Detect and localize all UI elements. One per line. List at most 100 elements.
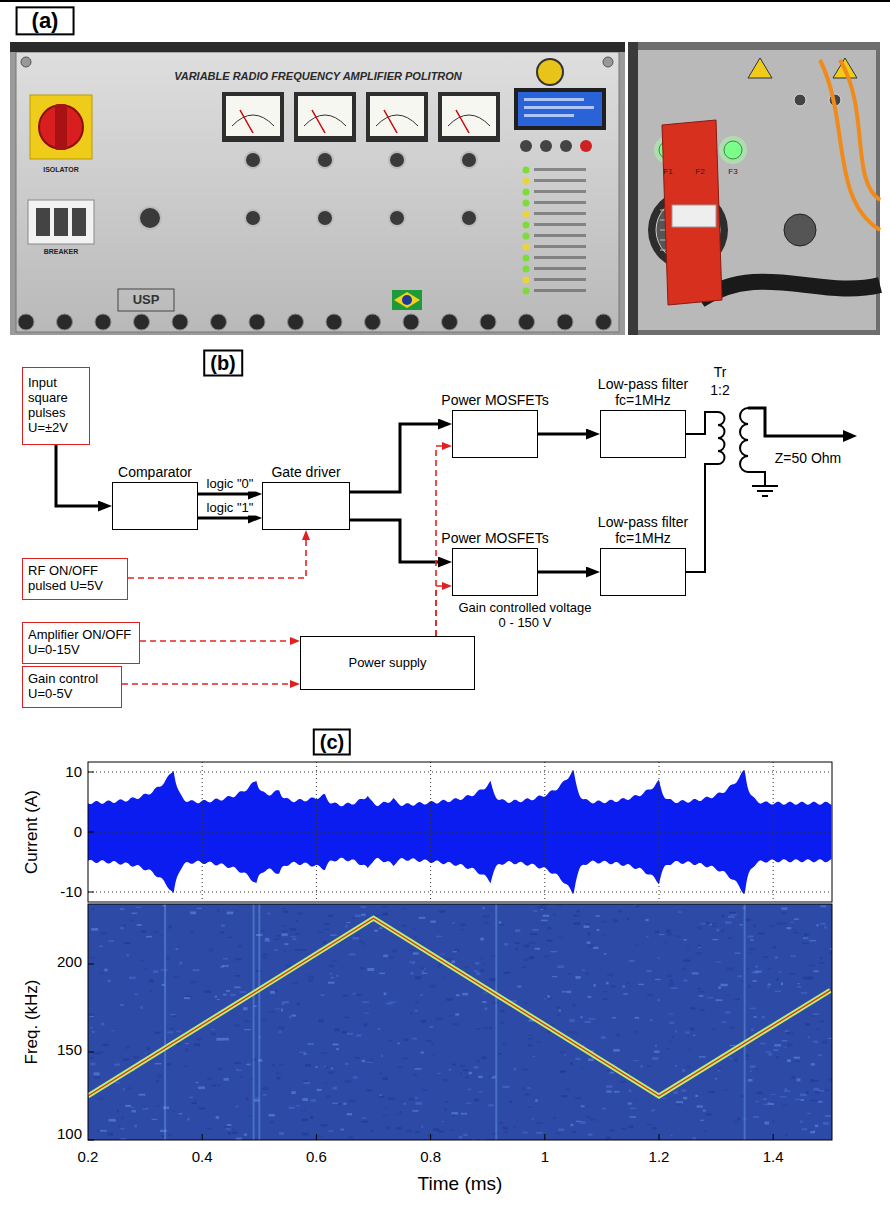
noise-speck: [533, 1056, 536, 1057]
noise-speck: [371, 1130, 373, 1132]
noise-speck: [590, 1119, 597, 1121]
noise-speck: [690, 1007, 695, 1009]
noise-speck: [821, 1041, 827, 1044]
noise-speck: [560, 1051, 565, 1053]
noise-speck: [244, 1134, 247, 1136]
meter-needle: [384, 110, 397, 133]
noise-speck: [550, 951, 556, 952]
panel-button: [580, 140, 592, 152]
noise-speck: [187, 1118, 190, 1121]
noise-speck: [412, 961, 415, 964]
tick-mark: [544, 1134, 545, 1140]
filter-box: Low-pass filter fc=1MHz: [600, 548, 686, 596]
noise-speck: [468, 1089, 472, 1090]
panel-hole: [326, 314, 342, 330]
noise-speck: [217, 909, 219, 911]
tick-label: 200: [57, 953, 82, 970]
noise-speck: [465, 966, 469, 968]
noise-speck: [807, 1113, 811, 1114]
noise-speck: [818, 962, 824, 964]
noise-speck: [738, 975, 742, 977]
meter-scale: [376, 115, 418, 126]
noise-speck: [349, 953, 356, 955]
noise-speck: [707, 997, 713, 998]
noise-speck: [613, 1049, 619, 1052]
noise-speck: [328, 915, 333, 917]
noise-speck: [403, 1058, 409, 1060]
noise-speck: [557, 965, 564, 968]
noise-speck: [160, 935, 163, 936]
noise-speck: [604, 953, 607, 955]
noise-speck: [141, 960, 144, 961]
noise-speck: [657, 999, 660, 1001]
noise-speck: [153, 970, 158, 973]
noise-speck: [671, 1135, 673, 1137]
noise-speck: [336, 975, 338, 977]
noise-speck: [791, 955, 796, 957]
noise-speck: [277, 1077, 281, 1080]
plot-frame: [88, 904, 832, 1140]
noise-speck: [302, 1119, 308, 1121]
noise-speck: [562, 991, 567, 992]
noise-speck: [355, 1057, 359, 1059]
photo-frame: [628, 42, 880, 335]
noise-speck: [415, 1131, 420, 1133]
noise-speck: [193, 969, 200, 971]
spectrogram-ground: [88, 904, 832, 1140]
noise-speck: [498, 1053, 502, 1055]
photo-frame: [10, 42, 625, 335]
noise-speck: [803, 937, 808, 938]
noise-speck: [582, 1068, 585, 1069]
noise-speck: [364, 1013, 369, 1014]
noise-speck: [499, 921, 502, 923]
noise-speck: [581, 1105, 585, 1107]
noise-speck: [681, 1089, 686, 1091]
noise-speck: [569, 1030, 571, 1032]
noise-speck: [535, 1099, 538, 1102]
noise-speck: [326, 1067, 328, 1069]
tick-label: 0.2: [78, 1148, 99, 1165]
noise-speck: [820, 1021, 824, 1022]
noise-speck: [379, 1096, 384, 1098]
noise-speck: [794, 918, 799, 920]
noise-speck: [305, 1064, 311, 1066]
noise-speck: [808, 1036, 810, 1038]
noise-speck: [557, 905, 562, 906]
noise-speck: [278, 1027, 285, 1030]
noise-speck: [800, 1094, 807, 1097]
status-text-mark: [534, 278, 586, 281]
noise-speck: [521, 966, 526, 968]
noise-speck: [816, 1028, 820, 1029]
noise-speck: [593, 984, 595, 987]
noise-speck: [715, 1078, 718, 1079]
noise-speck: [547, 995, 550, 998]
noise-speck: [588, 1133, 593, 1135]
noise-speck: [706, 1113, 712, 1115]
noise-speck: [275, 935, 280, 936]
noise-speck: [666, 1048, 670, 1049]
noise-speck: [499, 924, 503, 925]
noise-speck: [452, 922, 455, 923]
noise-speck: [230, 1129, 234, 1130]
tick-label: 100: [57, 1125, 82, 1142]
status-text-mark: [534, 234, 586, 237]
noise-speck: [97, 1130, 100, 1132]
noise-speck: [356, 1034, 361, 1036]
noise-speck: [783, 1105, 789, 1106]
noise-speck: [657, 957, 660, 958]
status-led: [523, 266, 530, 273]
status-led: [523, 189, 530, 196]
noise-speck: [572, 1003, 575, 1006]
noise-speck: [535, 948, 540, 950]
noise-speck: [725, 921, 732, 923]
noise-speck: [240, 1076, 242, 1078]
noise-speck: [504, 1131, 508, 1133]
noise-speck: [515, 942, 520, 944]
noise-speck: [270, 991, 275, 994]
noise-speck: [575, 1058, 580, 1060]
primary-coil: [718, 412, 725, 464]
panel-hole: [18, 314, 34, 330]
noise-speck: [601, 1036, 606, 1039]
noise-speck: [713, 1028, 715, 1030]
noise-speck: [396, 1127, 401, 1130]
